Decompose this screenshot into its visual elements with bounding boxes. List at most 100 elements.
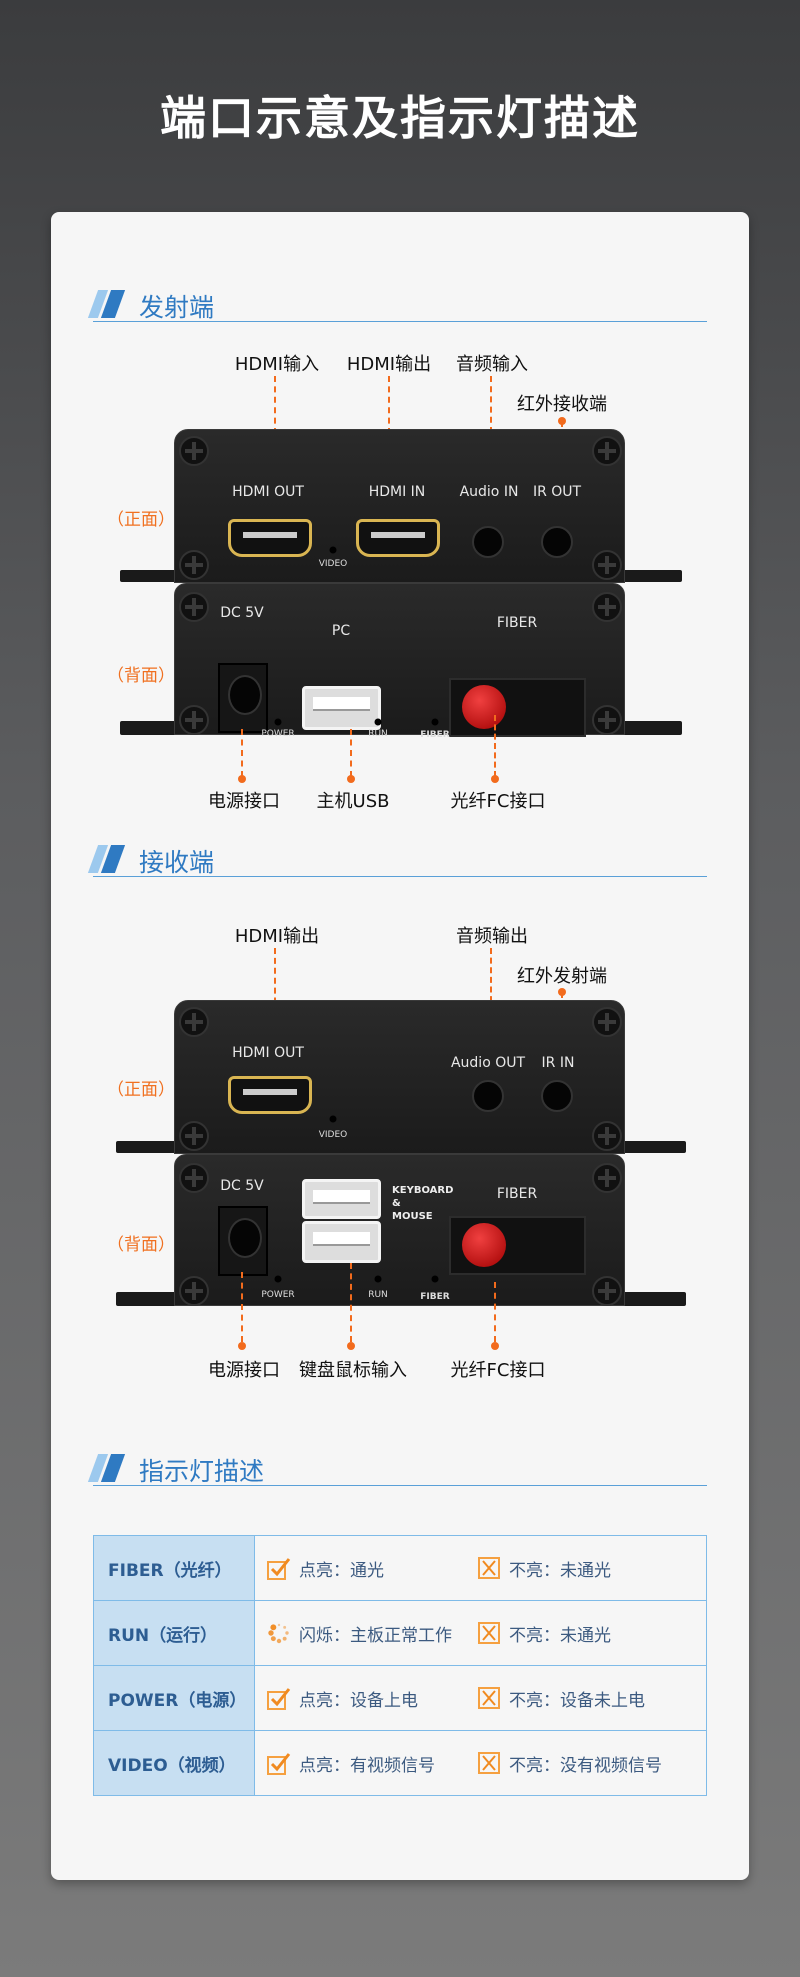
status-off: 不亮：未通光 bbox=[509, 1625, 611, 1646]
screw-icon bbox=[179, 1163, 209, 1193]
fiber-dust-cap bbox=[462, 685, 506, 729]
check-icon bbox=[267, 1753, 291, 1775]
callout-fiber: 光纤FC接口 bbox=[450, 791, 546, 812]
screw-icon bbox=[592, 1163, 622, 1193]
callout-line bbox=[350, 1263, 352, 1342]
callout-dot bbox=[238, 1342, 246, 1350]
screw-icon bbox=[179, 592, 209, 622]
table-row: POWER（电源） 点亮：设备上电 不亮：设备未上电 bbox=[93, 1665, 707, 1731]
callout-fiber: 光纤FC接口 bbox=[450, 1360, 546, 1381]
status-off: 不亮：设备未上电 bbox=[509, 1690, 645, 1711]
led-name: RUN（运行） bbox=[93, 1600, 255, 1666]
back-label: （背面） bbox=[107, 666, 175, 686]
led-status: 点亮：有视频信号 不亮：没有视频信号 bbox=[254, 1730, 707, 1796]
callout-line bbox=[350, 729, 352, 777]
callout-keyboard-mouse: 键盘鼠标输入 bbox=[299, 1360, 407, 1381]
port-label: HDMI OUT bbox=[232, 484, 304, 500]
check-icon bbox=[267, 1558, 291, 1580]
status-off: 不亮：未通光 bbox=[509, 1560, 611, 1581]
screw-icon bbox=[592, 592, 622, 622]
table-row: RUN（运行） 闪烁：主板正常工作不亮：未通光 bbox=[93, 1600, 707, 1666]
screw-icon bbox=[179, 436, 209, 466]
status-on: 点亮：设备上电 bbox=[299, 1690, 418, 1711]
port-label: HDMI IN bbox=[368, 484, 426, 500]
callout-line bbox=[241, 729, 243, 777]
screw-icon bbox=[179, 550, 209, 580]
led-name: POWER（电源） bbox=[93, 1665, 255, 1731]
led-label: POWER bbox=[261, 1290, 295, 1300]
port-label: FIBER bbox=[496, 615, 538, 631]
status-on: 点亮：通光 bbox=[299, 1560, 384, 1581]
audio-jack bbox=[472, 1080, 504, 1112]
led-label: RUN bbox=[368, 1290, 388, 1300]
callout-ir-transmitter: 红外发射端 bbox=[517, 966, 607, 987]
usb-port-mouse bbox=[302, 1221, 381, 1263]
section-title: 指示灯描述 bbox=[139, 1457, 265, 1486]
cross-icon bbox=[478, 1687, 500, 1709]
port-label: DC 5V bbox=[220, 605, 264, 621]
dc-power-jack bbox=[218, 663, 268, 733]
usb-port bbox=[302, 686, 381, 730]
hdmi-out-port bbox=[228, 1076, 312, 1114]
screw-icon bbox=[179, 1121, 209, 1151]
run-led bbox=[374, 1275, 382, 1283]
screw-icon bbox=[179, 705, 209, 735]
led-label: FIBER bbox=[420, 1292, 450, 1302]
screw-icon bbox=[179, 1276, 209, 1306]
power-led bbox=[274, 1275, 282, 1283]
back-label: （背面） bbox=[107, 1235, 175, 1255]
port-label: Audio OUT bbox=[450, 1055, 526, 1071]
audio-jack bbox=[472, 526, 504, 558]
fiber-led bbox=[431, 1275, 439, 1283]
screw-icon bbox=[592, 1007, 622, 1037]
front-label: （正面） bbox=[107, 1080, 175, 1100]
cross-icon bbox=[478, 1622, 500, 1644]
callout-ir-receiver: 红外接收端 bbox=[517, 394, 607, 415]
front-panel bbox=[174, 429, 625, 583]
status-off: 不亮：没有视频信号 bbox=[509, 1755, 662, 1776]
callout-dot bbox=[491, 775, 499, 783]
led-name: VIDEO（视频） bbox=[93, 1730, 255, 1796]
label-line: KEYBOARD bbox=[392, 1185, 454, 1196]
port-label: FIBER bbox=[496, 1186, 538, 1202]
led-status: 点亮：通光 不亮：未通光 bbox=[254, 1535, 707, 1601]
hdmi-in-port bbox=[356, 519, 440, 557]
callout-hdmi-out: HDMI输出 bbox=[234, 926, 320, 947]
hdmi-out-port bbox=[228, 519, 312, 557]
ir-jack bbox=[541, 1080, 573, 1112]
screw-icon bbox=[592, 705, 622, 735]
video-led bbox=[329, 546, 337, 554]
blink-icon bbox=[268, 1623, 289, 1644]
table-row: FIBER（光纤） 点亮：通光 不亮：未通光 bbox=[93, 1535, 707, 1601]
callout-dot bbox=[347, 1342, 355, 1350]
callout-power: 电源接口 bbox=[208, 1360, 280, 1381]
ir-jack bbox=[541, 526, 573, 558]
label-line: MOUSE bbox=[392, 1211, 433, 1222]
status-on: 点亮：有视频信号 bbox=[299, 1755, 435, 1776]
section-header-led: 指示灯描述 bbox=[87, 1450, 707, 1486]
port-label: IR IN bbox=[541, 1055, 575, 1071]
port-label: DC 5V bbox=[220, 1178, 264, 1194]
port-label: Audio IN bbox=[459, 484, 519, 500]
section-header-receiver: 接收端 bbox=[87, 841, 707, 877]
cross-icon bbox=[478, 1557, 500, 1579]
callout-dot bbox=[491, 1342, 499, 1350]
led-name: FIBER（光纤） bbox=[93, 1535, 255, 1601]
dc-power-jack bbox=[218, 1206, 268, 1276]
transmitter-device: HDMI OUT HDMI IN Audio IN IR OUT VIDEO D… bbox=[0, 429, 800, 740]
callout-line bbox=[494, 1282, 496, 1342]
check-icon bbox=[267, 1688, 291, 1710]
fiber-dust-cap bbox=[462, 1223, 506, 1267]
callout-dot bbox=[238, 775, 246, 783]
screw-icon bbox=[592, 550, 622, 580]
port-label: PC bbox=[331, 623, 351, 639]
led-label: VIDEO bbox=[318, 1130, 348, 1140]
keyboard-mouse-label: KEYBOARD & MOUSE bbox=[392, 1184, 453, 1223]
callout-audio-in: 音频输入 bbox=[456, 354, 528, 375]
callout-line bbox=[494, 715, 496, 777]
screw-icon bbox=[179, 1007, 209, 1037]
callout-power: 电源接口 bbox=[208, 791, 280, 812]
section-header-transmitter: 发射端 bbox=[87, 286, 707, 322]
port-label: HDMI OUT bbox=[232, 1045, 304, 1061]
